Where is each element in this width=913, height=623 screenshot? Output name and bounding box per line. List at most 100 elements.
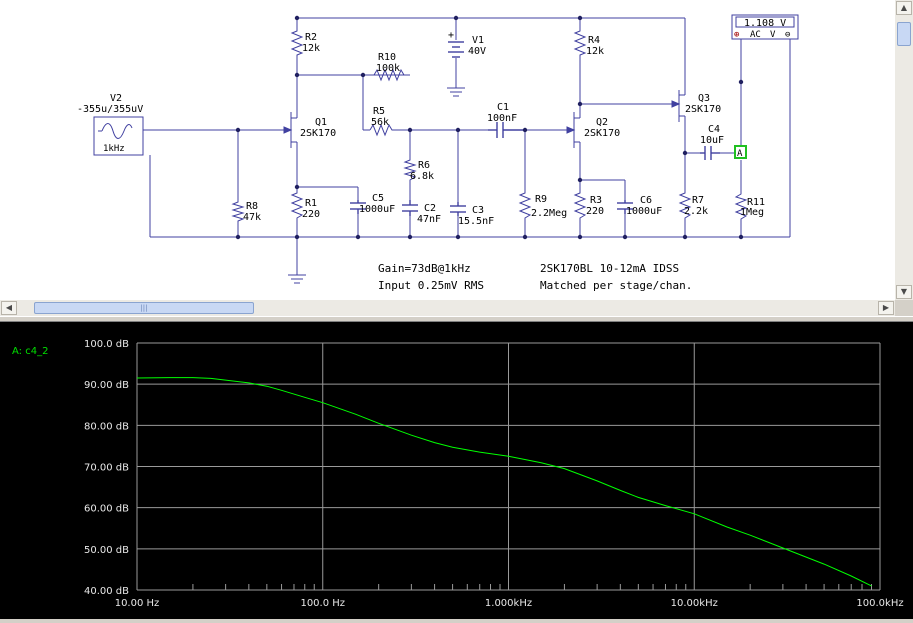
y-tick-label: 70.00 dB xyxy=(84,463,129,474)
value-r1: 220 xyxy=(302,209,320,220)
voltmeter-reading: 1.108 V xyxy=(744,18,786,29)
resistors xyxy=(231,28,748,222)
scrollbar-corner xyxy=(895,300,913,316)
scroll-down-button[interactable]: ▼ xyxy=(896,285,912,299)
resistor-r9 xyxy=(518,190,532,222)
horizontal-scroll-thumb[interactable]: ||| xyxy=(34,302,254,314)
probe-a[interactable]: A xyxy=(734,145,747,159)
value-q3: 2SK170 xyxy=(685,104,721,115)
label-q3: Q3 xyxy=(698,93,710,104)
pane-splitter[interactable] xyxy=(0,316,913,322)
value-c2: 47nF xyxy=(417,214,441,225)
battery-v1: + xyxy=(448,30,464,58)
x-tick-label: 1.000kHz xyxy=(485,598,532,609)
bode-plot: 100.0 dB 90.00 dB 80.00 dB 70.00 dB 60.00 dB… xyxy=(12,339,904,609)
value-r4: 12k xyxy=(586,46,604,57)
junction-dots xyxy=(235,15,744,240)
resistor-r7 xyxy=(678,190,692,222)
label-c3: C3 xyxy=(472,205,484,216)
note-part: 2SK170BL 10-12mA IDSS xyxy=(540,262,679,275)
jfet-q1 xyxy=(277,112,297,148)
y-tick-label: 90.00 dB xyxy=(84,380,129,391)
x-tick-label: 100.0 Hz xyxy=(300,598,345,609)
y-tick-label: 100.0 dB xyxy=(84,339,129,350)
arrow-left-icon: ◀ xyxy=(5,303,13,312)
label-r8: R8 xyxy=(246,201,258,212)
resistor-r1 xyxy=(290,190,304,222)
note-matched: Matched per stage/chan. xyxy=(540,279,692,292)
label-c1: C1 xyxy=(497,102,509,113)
label-r10: R10 xyxy=(378,52,396,63)
vertical-scrollbar[interactable]: ▲ ▼ xyxy=(895,0,913,300)
vertical-scroll-thumb[interactable] xyxy=(897,22,911,46)
label-c5: C5 xyxy=(372,193,384,204)
minor-ticks xyxy=(192,584,873,590)
resistor-r6 xyxy=(403,158,417,182)
x-tick-label: 100.0kHz xyxy=(856,598,903,609)
value-r8: 47k xyxy=(243,212,261,223)
capacitor-c2 xyxy=(402,200,418,216)
resistor-r3 xyxy=(573,190,587,222)
value-r5: 56k xyxy=(371,117,389,128)
value-r10: 100k xyxy=(376,63,400,74)
arrow-down-icon: ▼ xyxy=(900,287,908,296)
label-r1: R1 xyxy=(305,198,317,209)
schematic-drawing: + xyxy=(77,14,799,292)
label-r5: R5 xyxy=(373,106,385,117)
voltmeter-mode: AC xyxy=(750,30,761,40)
value-r11: 1Meg xyxy=(740,207,764,218)
component-labels: R2 12k R10 100k V1 40V R4 12k V2 -355u/3… xyxy=(77,32,765,227)
plot-series xyxy=(136,377,872,587)
jfet-q2 xyxy=(560,112,580,148)
label-v1: V1 xyxy=(472,35,484,46)
label-r7: R7 xyxy=(692,195,704,206)
scroll-right-button[interactable]: ▶ xyxy=(878,301,894,315)
value-v2: -355u/355uV xyxy=(77,104,143,115)
series-line xyxy=(136,377,872,587)
resistor-r2 xyxy=(290,28,304,56)
note-gain: Gain=73dB@1kHz xyxy=(378,262,471,275)
resistor-r4 xyxy=(573,28,587,56)
voltmeter-plus-terminal: ⊕ xyxy=(734,30,739,40)
label-r6: R6 xyxy=(418,160,430,171)
y-tick-label: 80.00 dB xyxy=(84,421,129,432)
label-r11: R11 xyxy=(747,197,765,208)
resistor-r11 xyxy=(734,192,748,220)
ac-voltmeter[interactable]: 1.108 V ⊕ AC V ⊖ xyxy=(731,14,799,40)
capacitor-c4 xyxy=(700,146,720,160)
value-v1: 40V xyxy=(468,46,486,57)
arrow-right-icon: ▶ xyxy=(882,303,890,312)
scroll-up-button[interactable]: ▲ xyxy=(896,1,912,15)
value-r9: 2.2Meg xyxy=(531,208,567,219)
transistors xyxy=(277,90,685,148)
y-tick-label: 40.00 dB xyxy=(84,586,129,597)
plot-grid xyxy=(136,342,881,591)
label-q1: Q1 xyxy=(315,117,327,128)
arrow-up-icon: ▲ xyxy=(900,3,908,12)
value-r6: 6.8k xyxy=(410,171,434,182)
signal-source-v2: 1kHz xyxy=(93,116,144,156)
horizontal-scrollbar[interactable]: ◀ ||| ▶ xyxy=(0,300,895,316)
capacitors xyxy=(350,122,720,216)
label-c4: C4 xyxy=(708,124,720,135)
value-c3: 15.5nF xyxy=(458,216,494,227)
y-tick-labels: 100.0 dB 90.00 dB 80.00 dB 70.00 dB 60.00 dB… xyxy=(84,339,129,597)
voltmeter-minus-terminal: ⊖ xyxy=(785,30,790,40)
value-q2: 2SK170 xyxy=(584,128,620,139)
voltmeter-unit: V xyxy=(770,30,776,40)
label-c2: C2 xyxy=(424,203,436,214)
schematic-canvas[interactable]: + xyxy=(0,0,895,300)
y-tick-label: 50.00 dB xyxy=(84,545,129,556)
value-c6: 1000uF xyxy=(626,206,662,217)
label-r2: R2 xyxy=(305,32,317,43)
y-tick-label: 60.00 dB xyxy=(84,504,129,515)
schematic-notes: Gain=73dB@1kHz Input 0.25mV RMS 2SK170BL… xyxy=(378,262,692,292)
capacitor-c3 xyxy=(450,202,466,216)
value-c4: 10uF xyxy=(700,135,724,146)
bode-plot-panel[interactable]: 100.0 dB 90.00 dB 80.00 dB 70.00 dB 60.00 dB… xyxy=(0,322,913,619)
scroll-left-button[interactable]: ◀ xyxy=(1,301,17,315)
capacitor-c5 xyxy=(350,200,366,214)
resistor-r10 xyxy=(373,68,410,82)
svg-text:+: + xyxy=(448,30,454,41)
